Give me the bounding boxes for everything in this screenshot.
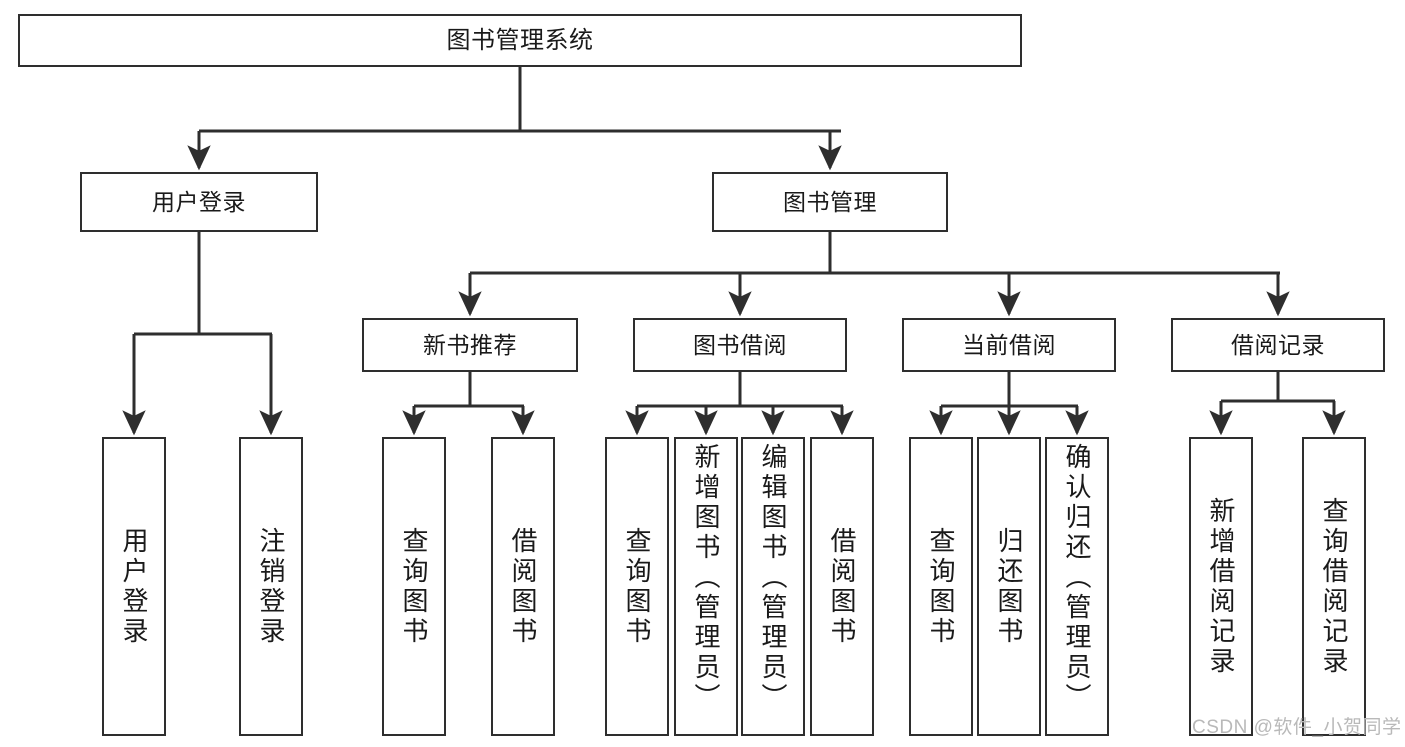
node-leaf-query-book-3-label: 查询图书 [926,526,956,647]
node-book-borrow[interactable]: 图书借阅 [633,318,847,372]
node-leaf-add-book-label: 新增图书（管理员） [691,443,721,713]
node-leaf-return-book-label: 归还图书 [994,526,1024,647]
node-leaf-query-record[interactable]: 查询借阅记录 [1302,437,1366,736]
node-leaf-user-logout-label: 注销登录 [256,526,286,647]
csdn-watermark: CSDN @软件_小贺同学 [1192,717,1402,738]
node-root-label: 图书管理系统 [446,26,594,54]
node-leaf-query-record-label: 查询借阅记录 [1319,496,1349,677]
node-leaf-query-book-1-label: 查询图书 [399,526,429,647]
node-leaf-query-book-2-label: 查询图书 [622,526,652,647]
node-leaf-user-login[interactable]: 用户登录 [102,437,166,736]
node-new-book-rec[interactable]: 新书推荐 [362,318,578,372]
node-current-borrow-label: 当前借阅 [962,331,1056,358]
node-user-login-label: 用户登录 [152,188,246,215]
node-leaf-borrow-book-1[interactable]: 借阅图书 [491,437,555,736]
node-new-book-rec-label: 新书推荐 [423,331,517,358]
node-leaf-borrow-book-2[interactable]: 借阅图书 [810,437,874,736]
node-user-login[interactable]: 用户登录 [80,172,318,232]
node-current-borrow[interactable]: 当前借阅 [902,318,1116,372]
node-leaf-add-record-label: 新增借阅记录 [1206,496,1236,677]
node-leaf-add-record[interactable]: 新增借阅记录 [1189,437,1253,736]
node-leaf-add-book[interactable]: 新增图书（管理员） [674,437,738,736]
node-borrow-record-label: 借阅记录 [1231,331,1325,358]
node-leaf-user-logout[interactable]: 注销登录 [239,437,303,736]
node-leaf-edit-book[interactable]: 编辑图书（管理员） [741,437,805,736]
node-leaf-query-book-1[interactable]: 查询图书 [382,437,446,736]
node-borrow-record[interactable]: 借阅记录 [1171,318,1385,372]
node-book-manage-label: 图书管理 [783,188,877,215]
node-leaf-user-login-label: 用户登录 [119,526,149,647]
node-leaf-return-book[interactable]: 归还图书 [977,437,1041,736]
node-leaf-confirm-return-label: 确认归还（管理员） [1062,443,1092,713]
node-book-manage[interactable]: 图书管理 [712,172,948,232]
node-leaf-borrow-book-1-label: 借阅图书 [508,526,538,647]
node-leaf-borrow-book-2-label: 借阅图书 [827,526,857,647]
node-leaf-query-book-2[interactable]: 查询图书 [605,437,669,736]
node-leaf-query-book-3[interactable]: 查询图书 [909,437,973,736]
node-leaf-confirm-return[interactable]: 确认归还（管理员） [1045,437,1109,736]
node-book-borrow-label: 图书借阅 [693,331,787,358]
node-root[interactable]: 图书管理系统 [18,14,1022,67]
node-leaf-edit-book-label: 编辑图书（管理员） [758,443,788,713]
